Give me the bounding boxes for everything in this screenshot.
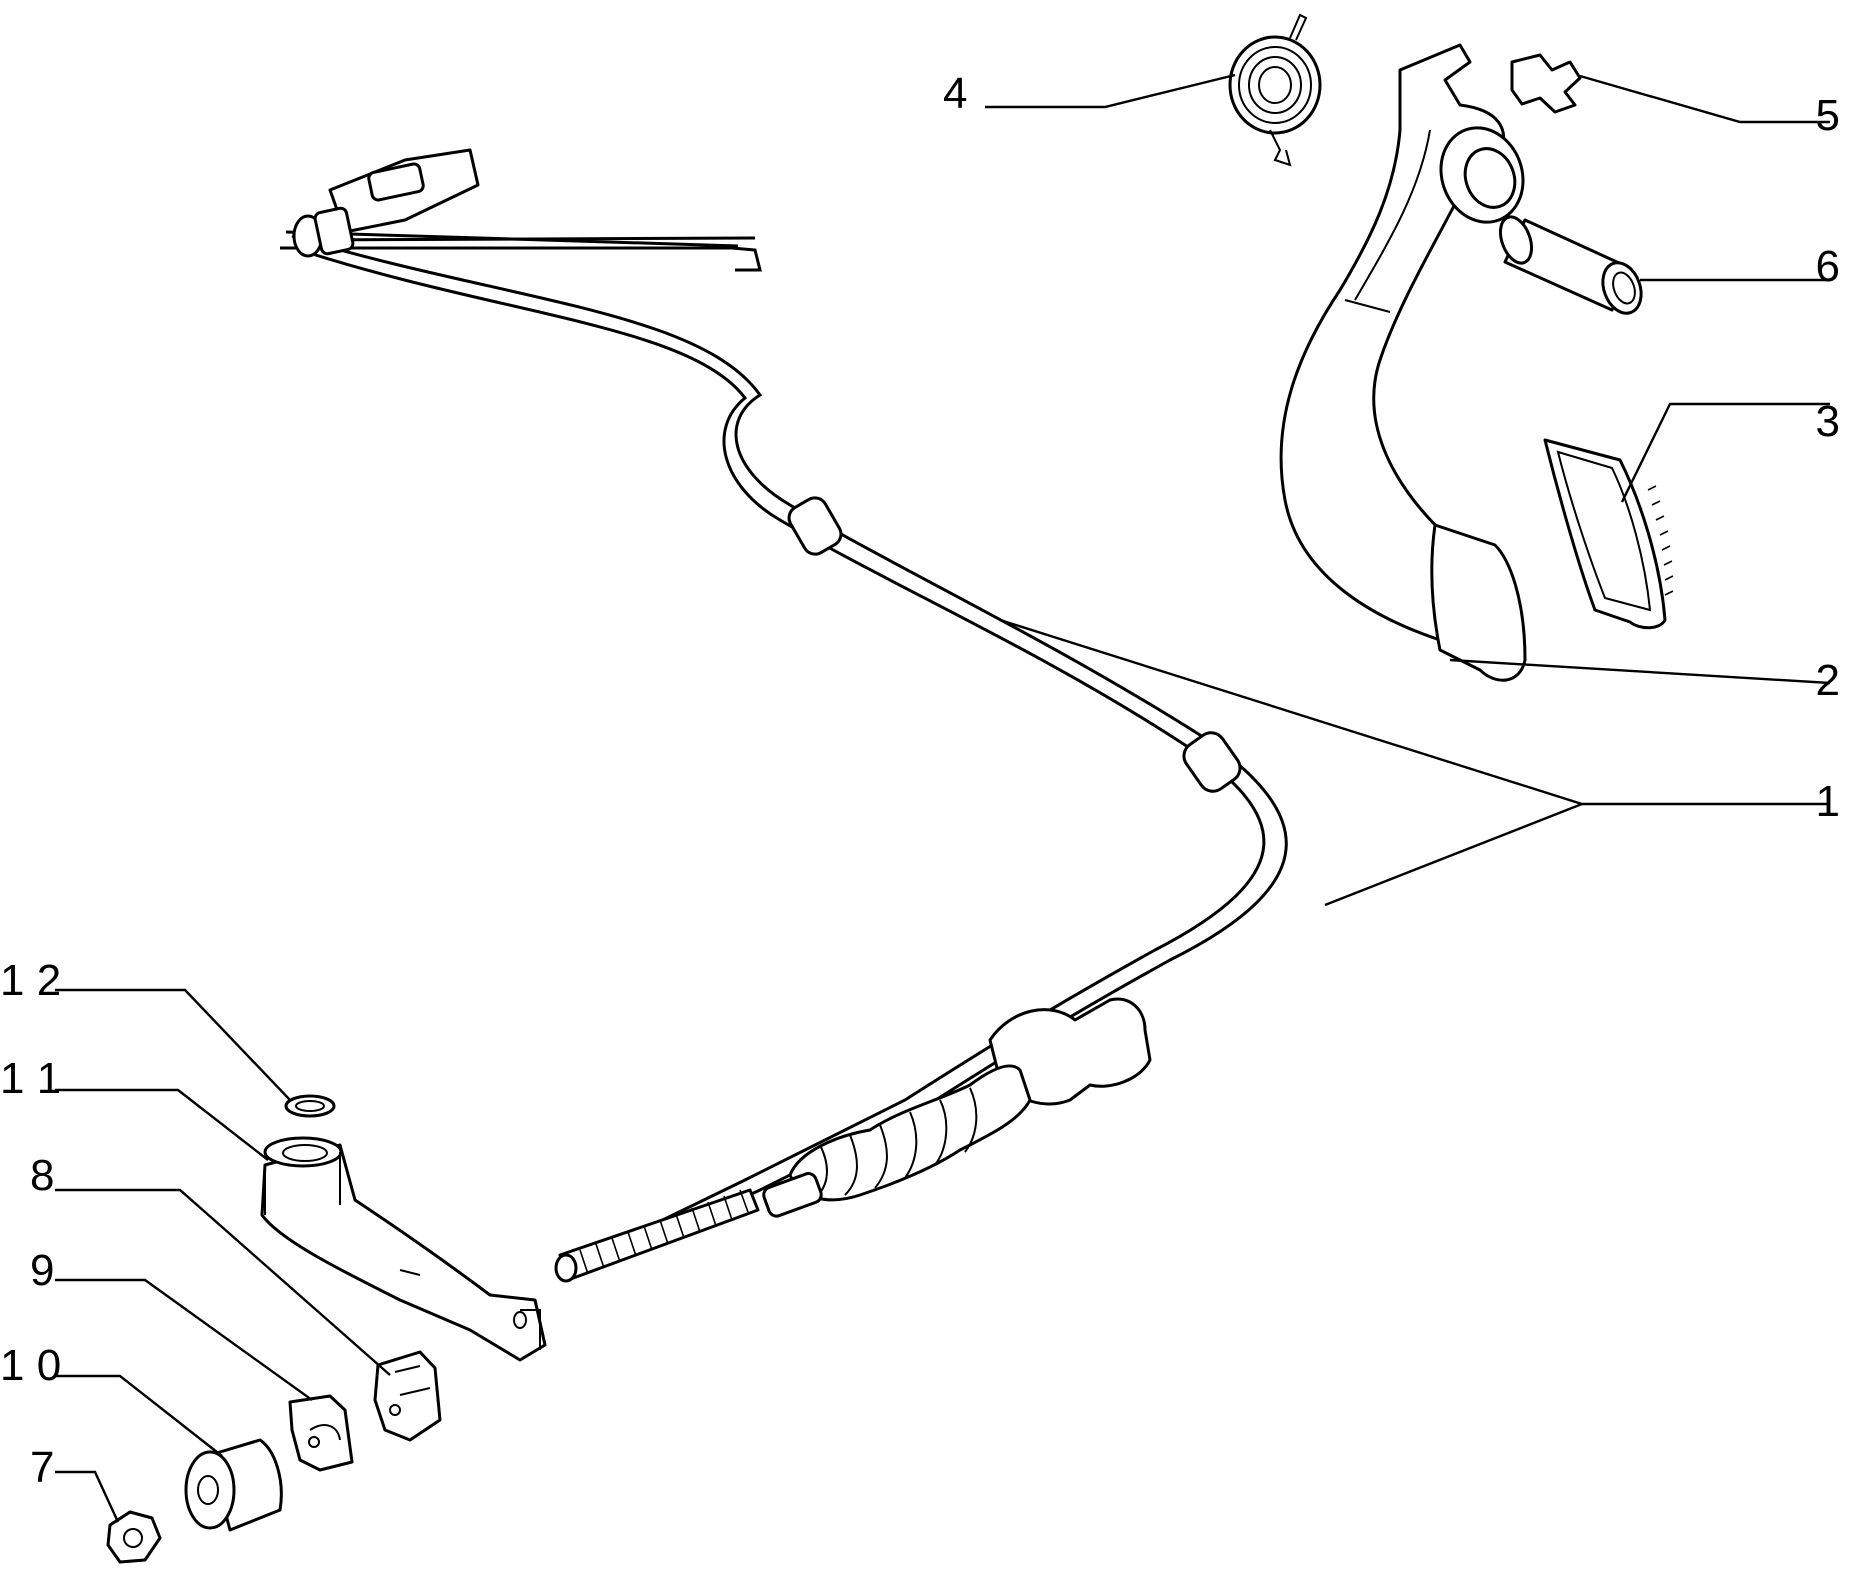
- leader-10: [55, 1374, 223, 1457]
- leader-7: [55, 1470, 120, 1523]
- callout-labels: 1 2 3 4 5 6 7 8 9 1 0 1 1 1 2: [0, 69, 1840, 1492]
- callout-10: 1 0: [0, 1341, 61, 1390]
- callout-5: 5: [1816, 91, 1840, 140]
- callout-3: 3: [1816, 397, 1840, 446]
- callout-12: 1 2: [0, 956, 61, 1005]
- hex-nut: [106, 1510, 162, 1564]
- spring-clip: [288, 1394, 354, 1472]
- leader-1: [999, 618, 1830, 907]
- callout-11: 1 1: [0, 1054, 61, 1103]
- leader-2: [1449, 658, 1831, 685]
- leader-8: [55, 1188, 391, 1376]
- callout-7: 7: [30, 1443, 54, 1492]
- callout-6: 6: [1816, 242, 1840, 291]
- callout-8: 8: [30, 1151, 54, 1200]
- leader-11: [55, 1088, 269, 1161]
- callout-4: 4: [943, 69, 967, 118]
- pedal-pad: [1543, 438, 1674, 630]
- leader-12: [55, 988, 291, 1101]
- return-spring: [1228, 13, 1322, 167]
- clutch-pedal-arm: [1279, 43, 1527, 682]
- callout-1: 1: [1816, 777, 1840, 826]
- callout-9: 9: [30, 1246, 54, 1295]
- circlip: [284, 1094, 336, 1118]
- leader-lines: [55, 73, 1831, 1523]
- clutch-cable: [280, 148, 1288, 1283]
- release-lever: [260, 1136, 547, 1362]
- leader-9: [55, 1278, 313, 1401]
- leader-4: [985, 73, 1236, 109]
- bracket-clip: [373, 1350, 442, 1442]
- callout-2: 2: [1816, 656, 1840, 705]
- retaining-clip: [1510, 53, 1582, 114]
- pedal-bushing: [1498, 215, 1643, 315]
- leader-5: [1579, 74, 1830, 124]
- rubber-bush: [184, 1438, 283, 1532]
- leader-3: [1620, 402, 1830, 503]
